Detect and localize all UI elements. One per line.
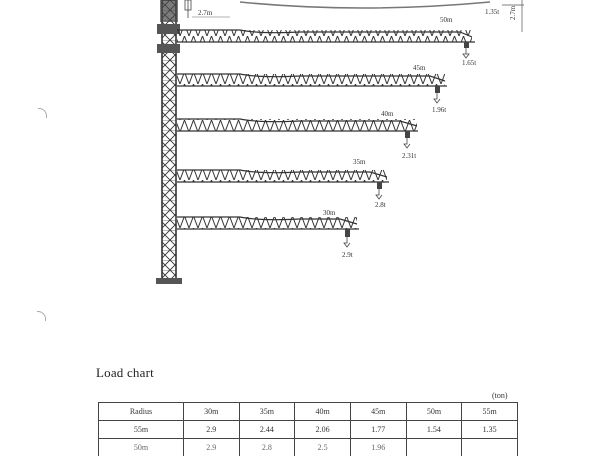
table-cell: 2.5	[295, 439, 351, 456]
table-header-row: Radius 30m 35m 40m 45m 50m 55m	[99, 403, 518, 421]
header-cell: 55m	[462, 403, 518, 421]
header-cell: 35m	[239, 403, 295, 421]
tip-load-label: 2.31t	[402, 152, 416, 160]
load-chart-table: Radius 30m 35m 40m 45m 50m 55m 55m 2.9 2…	[98, 402, 518, 456]
tip-load-label: 2.8t	[375, 201, 386, 209]
jib-length-label: 35m	[353, 158, 365, 166]
header-cell: 50m	[406, 403, 462, 421]
header-cell: 45m	[350, 403, 406, 421]
table-cell: 1.54	[406, 421, 462, 439]
table-cell: 2.44	[239, 421, 295, 439]
hook-offset-label: 2.7m	[198, 9, 212, 17]
jib-50m	[177, 30, 475, 58]
unit-label: (ton)	[492, 391, 508, 400]
height-dim-label: 2.7m	[509, 6, 517, 20]
table-cell: 1.96	[350, 439, 406, 456]
tip-load-label: 1.65t	[462, 59, 476, 67]
jib-length-label: 50m	[440, 16, 452, 24]
table-row: 50m 2.9 2.8 2.5 1.96	[99, 439, 518, 456]
jib-length-label: 30m	[323, 209, 335, 217]
tower-crane-drawing	[0, 0, 600, 300]
jib-length-label: 40m	[381, 110, 393, 118]
top-tip-load-label: 1.35t	[485, 8, 499, 16]
table-cell: 50m	[99, 439, 184, 456]
table-cell: 2.06	[295, 421, 351, 439]
jib-35m	[177, 170, 389, 199]
table-cell	[406, 439, 462, 456]
table-cell: 1.35	[462, 421, 518, 439]
table-cell	[462, 439, 518, 456]
tip-load-label: 1.96t	[432, 106, 446, 114]
jib-length-label: 45m	[413, 64, 425, 72]
table-cell: 2.9	[183, 439, 239, 456]
table-row: 55m 2.9 2.44 2.06 1.77 1.54 1.35	[99, 421, 518, 439]
table-cell: 55m	[99, 421, 184, 439]
header-cell: Radius	[99, 403, 184, 421]
tip-load-label: 2.9t	[342, 251, 353, 259]
punch-hole-mark	[37, 311, 46, 321]
load-chart-title: Load chart	[96, 365, 154, 381]
jib-30m	[177, 217, 359, 247]
jib-45m	[177, 74, 447, 103]
jib-40m	[177, 119, 418, 148]
table-cell: 1.77	[350, 421, 406, 439]
header-cell: 40m	[295, 403, 351, 421]
table-cell: 2.8	[239, 439, 295, 456]
table-cell: 2.9	[183, 421, 239, 439]
header-cell: 30m	[183, 403, 239, 421]
